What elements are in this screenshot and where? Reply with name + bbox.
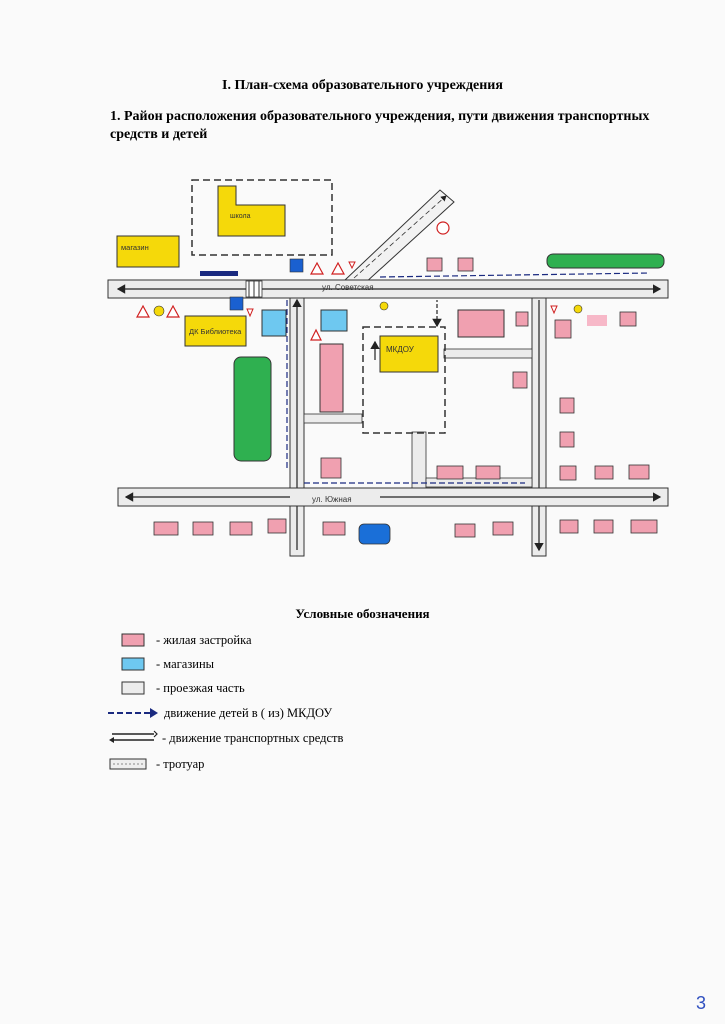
vehicle-route-arrow-icon [109, 730, 158, 743]
crosswalk-sign-icon [289, 258, 304, 273]
legend-sidewalk: - тротуар [108, 755, 204, 773]
school-yard-boundary [191, 179, 333, 256]
residential-swatch-icon [121, 633, 145, 647]
legend-children-route: движение детей в ( из) МКДОУ [108, 704, 332, 722]
legend-label: - движение транспортных средств [162, 730, 344, 745]
house [630, 519, 658, 534]
warning-sign-icon [135, 304, 151, 318]
children-route-arrow-icon [108, 708, 158, 718]
library-building [184, 315, 247, 347]
legend-label: движение детей в ( из) МКДОУ [164, 705, 333, 720]
school-label: школа [230, 213, 251, 220]
legend-label: - тротуар [156, 756, 205, 771]
driveway [303, 413, 363, 424]
house [322, 521, 346, 536]
shop-label: магазин [121, 243, 149, 252]
house [559, 431, 575, 448]
kindergarten-building [379, 335, 439, 373]
house [475, 465, 501, 480]
house [436, 465, 464, 480]
legend-shops: - магазины [108, 655, 214, 673]
warning-sign-icon [165, 304, 181, 318]
house [492, 521, 514, 536]
priority-sign-icon [379, 301, 389, 311]
green-strip [546, 253, 665, 269]
residential-building [457, 309, 505, 338]
house [192, 521, 214, 536]
shop-blue [320, 309, 348, 332]
house [426, 257, 443, 272]
pond [358, 523, 391, 545]
page-number: 3 [696, 993, 707, 1013]
house [628, 464, 650, 480]
house [593, 519, 614, 534]
house [229, 521, 253, 536]
page-title: I. План-схема образовательного учреждени… [222, 78, 503, 93]
driveway [411, 431, 427, 489]
yield-sign-icon [246, 308, 254, 318]
speed-limit-sign-icon [436, 221, 450, 235]
library-label: ДК Библиотека [189, 327, 242, 336]
house [153, 521, 179, 536]
house [320, 457, 342, 479]
house [587, 315, 607, 326]
house [515, 311, 529, 327]
roadway-swatch-icon [121, 681, 145, 695]
legend-residential: - жилая застройка [108, 631, 252, 649]
bus-stop [200, 271, 238, 276]
house [512, 371, 528, 389]
yield-sign-icon [550, 305, 558, 315]
warning-sign-icon [310, 328, 322, 341]
legend-title: Условные обозначения [295, 606, 430, 621]
house [554, 319, 572, 339]
page-subtitle: 1. Район расположения образовательного у… [110, 109, 650, 142]
shop-building [116, 235, 180, 268]
house [559, 519, 579, 534]
sidewalk-swatch-icon [109, 758, 147, 770]
legend-label: - проезжая часть [156, 680, 245, 695]
legend-label: - жилая застройка [156, 632, 252, 647]
house [619, 311, 637, 327]
house [594, 465, 614, 480]
crosswalk-sign-icon [229, 296, 244, 311]
yield-sign-icon [348, 261, 356, 270]
legend-label: - магазины [156, 656, 215, 671]
warning-sign-icon [330, 261, 346, 275]
house [457, 257, 474, 272]
driveway [443, 348, 533, 359]
street-label-yuzhnaya: ул. Южная [312, 495, 352, 504]
legend-roadway: - проезжая часть [108, 679, 245, 697]
warning-sign-icon [309, 261, 325, 275]
legend-vehicle-route: - движение транспортных средств [108, 729, 343, 747]
shop-blue [261, 309, 287, 337]
house [559, 397, 575, 414]
house [454, 523, 476, 538]
kindergarten-label: МКДОУ [386, 345, 415, 354]
residential-building [319, 343, 344, 413]
priority-sign-icon [573, 304, 583, 314]
street-label-sovetskaya: ул. Советская [322, 283, 374, 292]
house [267, 518, 287, 534]
house [559, 465, 577, 481]
priority-sign-icon [153, 305, 165, 317]
shop-swatch-icon [121, 657, 145, 671]
school-building [217, 185, 286, 237]
park [233, 356, 272, 462]
kindergarten-yard-boundary [362, 326, 446, 434]
